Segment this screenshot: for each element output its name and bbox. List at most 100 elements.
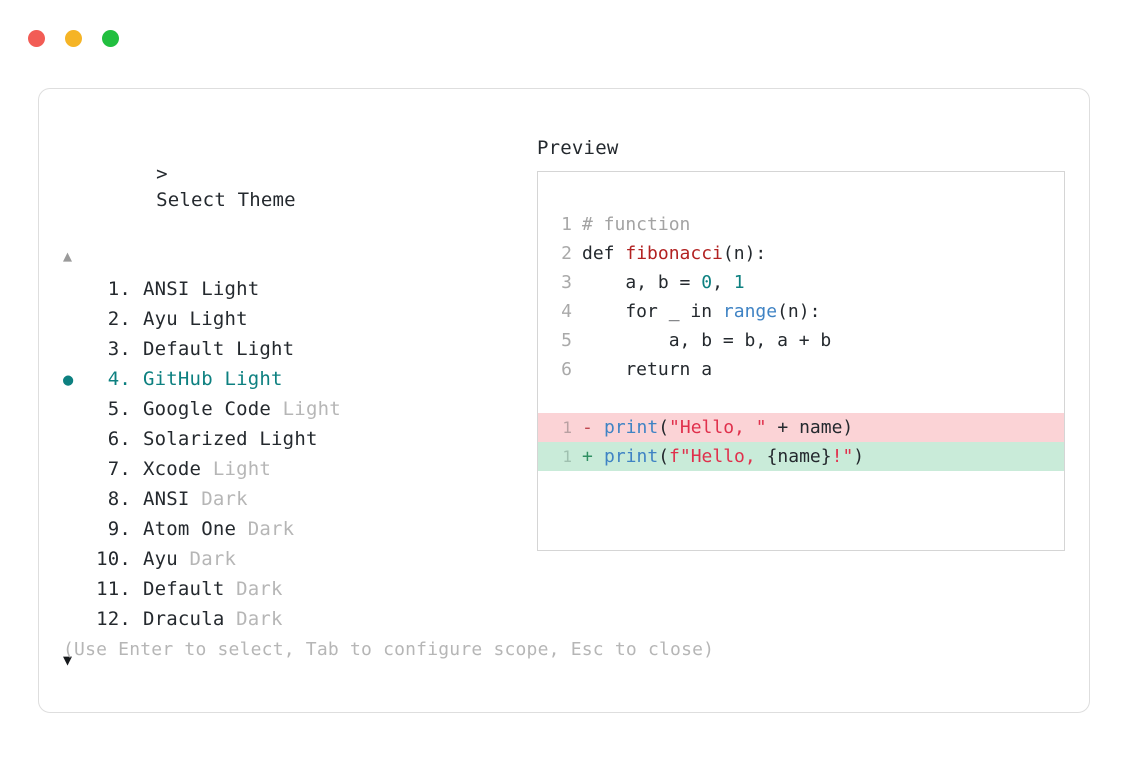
code-token: f"Hello, (669, 446, 767, 467)
theme-item-index: 1. (107, 278, 131, 300)
scroll-up-icon[interactable]: ▲ (63, 247, 73, 265)
code-line-number: 4 (561, 301, 572, 322)
theme-item-name: ANSI (143, 488, 190, 510)
code-token: a, b = (582, 272, 702, 293)
theme-item-variant: Dark (224, 578, 283, 600)
code-token: for _ in (582, 301, 723, 322)
theme-list-item[interactable]: 3.Default Light (63, 334, 543, 364)
theme-item-label: Default Light (131, 334, 294, 364)
code-token: print (604, 446, 659, 467)
close-icon[interactable] (28, 30, 45, 47)
theme-item-index: 2. (107, 308, 131, 330)
code-token: print (604, 417, 659, 438)
window-traffic-lights (28, 30, 119, 47)
theme-item-label: Ayu Dark (131, 544, 236, 574)
theme-item-index: 10. (96, 548, 131, 570)
theme-item-name: Default (143, 338, 225, 360)
code-line-number: 1 (562, 447, 572, 466)
theme-item-variant: Light (212, 368, 283, 390)
code-line-text: print(f"Hello, {name}!") (604, 442, 864, 471)
code-token: range (722, 301, 778, 322)
theme-item-name: ANSI (143, 278, 190, 300)
theme-item-variant: Dark (189, 488, 248, 510)
code-token: + name) (766, 417, 854, 438)
code-token: ( (658, 446, 670, 467)
diff-removed-line: 1-print("Hello, " + name) (538, 413, 1064, 442)
code-line-number: 1 (561, 214, 572, 235)
maximize-icon[interactable] (102, 30, 119, 47)
code-token: # function (582, 214, 691, 235)
code-token: "Hello, " (669, 417, 767, 438)
theme-item-index: 11. (96, 578, 131, 600)
theme-list-item[interactable]: 7.Xcode Light (63, 454, 543, 484)
theme-list-item[interactable]: 10.Ayu Dark (63, 544, 543, 574)
theme-item-name: Ayu (143, 548, 178, 570)
theme-item-label: ANSI Light (131, 274, 259, 304)
theme-item-variant: Dark (236, 518, 295, 540)
code-line-number: 6 (561, 359, 572, 380)
theme-list-item[interactable]: 11.Default Dark (63, 574, 543, 604)
theme-list-item[interactable]: 12.Dracula Dark (63, 604, 543, 634)
theme-item-index: 8. (107, 488, 131, 510)
code-line-number: 3 (561, 272, 572, 293)
diff-added-line: 1 + print(f"Hello, {name}!") (538, 442, 1064, 471)
code-token: (n): (722, 243, 767, 264)
theme-item-variant: Light (189, 278, 260, 300)
scroll-down-icon[interactable]: ▼ (63, 651, 73, 669)
theme-list-item[interactable]: 8. ANSI Dark (63, 484, 543, 514)
theme-list-item[interactable]: 5.Google Code Light (63, 394, 543, 424)
theme-item-index: 5. (107, 398, 131, 420)
code-token: 0 (701, 272, 713, 293)
theme-item-name: Xcode (143, 458, 202, 480)
theme-item-name: Google Code (143, 398, 272, 420)
prompt-heading: > Select Theme (63, 135, 543, 239)
code-line: 4 for _ in range(n): (538, 297, 1064, 326)
code-line-text: for _ in range(n): (582, 297, 820, 326)
theme-item-name: Default (143, 578, 225, 600)
code-line: 6 return a (538, 355, 1064, 384)
code-line: 5 a, b = b, a + b (538, 326, 1064, 355)
theme-list-item[interactable]: 9.Atom One Dark (63, 514, 543, 544)
selected-bullet-icon: ● (63, 370, 74, 390)
preview-heading: Preview (537, 137, 619, 159)
code-line-text: a, b = 0, 1 (582, 268, 745, 297)
code-token: {name} (766, 446, 832, 467)
code-line-text: # function (582, 210, 690, 239)
theme-list-item[interactable]: 6.Solarized Light (63, 424, 543, 454)
theme-list-item[interactable]: 1.ANSI Light (63, 274, 543, 304)
theme-item-index: 6. (107, 428, 131, 450)
code-spacer (538, 384, 1064, 413)
theme-item-variant: Light (201, 458, 272, 480)
minimize-icon[interactable] (65, 30, 82, 47)
theme-item-label: Google Code Light (131, 394, 341, 424)
theme-item-name: GitHub (143, 368, 213, 390)
code-token: ( (658, 417, 670, 438)
theme-item-variant: Dark (224, 608, 283, 630)
page-title: Select Theme (156, 189, 296, 211)
diff-marker: + (582, 446, 593, 467)
code-token: , (712, 272, 734, 293)
code-line: 3 a, b = 0, 1 (538, 268, 1064, 297)
theme-item-variant: Light (224, 338, 295, 360)
theme-list-item[interactable]: 2.Ayu Light (63, 304, 543, 334)
theme-item-index: 12. (96, 608, 131, 630)
theme-item-variant: Light (177, 308, 248, 330)
theme-item-label: Default Dark (131, 574, 283, 604)
code-token: def (582, 243, 626, 264)
code-line-text: return a (582, 355, 712, 384)
diff-marker: - (582, 417, 593, 438)
theme-item-index: 3. (107, 338, 131, 360)
theme-item-label: Xcode Light (131, 454, 271, 484)
code-line-number: 1 (562, 418, 572, 437)
code-line-text: a, b = b, a + b (582, 326, 832, 355)
code-line-text: print("Hello, " + name) (604, 413, 853, 442)
code-line-number: 2 (561, 243, 572, 264)
theme-item-label: Dracula Dark (131, 604, 283, 634)
theme-item-index: 9. (107, 518, 131, 540)
code-token: 1 (733, 272, 745, 293)
theme-list-item[interactable]: ●4.GitHub Light (63, 364, 543, 394)
